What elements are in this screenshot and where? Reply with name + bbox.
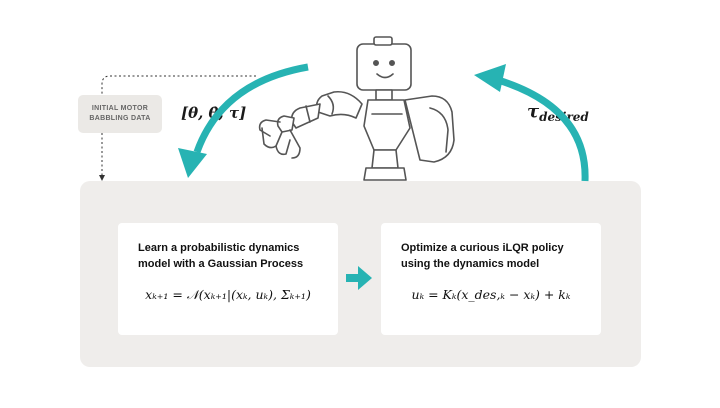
curved-arrow-down-icon (178, 63, 309, 178)
gp-model-card-title: Learn a probabilistic dynamics model wit… (138, 242, 304, 270)
ilqr-policy-card: Optimize a curious iLQR policy using the… (381, 223, 601, 335)
gp-model-card: Learn a probabilistic dynamics model wit… (118, 223, 338, 335)
arrow-right-icon (346, 266, 372, 290)
ilqr-policy-equation: uₖ = Kₖ(x_des,ₖ − xₖ) + kₖ (411, 287, 571, 302)
robot-arm-icon (258, 36, 455, 181)
state-label: [θ, θ̇, τ] (181, 104, 247, 122)
curved-arrow-up-icon (474, 64, 589, 182)
ilqr-policy-card-title: Optimize a curious iLQR policy using the… (401, 242, 564, 270)
gp-model-equation: xₖ₊₁ = 𝒩(xₖ₊₁|(xₖ, uₖ), Σₖ₊₁) (145, 287, 311, 302)
torque-symbol: τ (527, 101, 540, 122)
motor-babbling-data-tag: INITIAL MOTOR BABBLING DATA (78, 95, 162, 133)
dotted-connector (101, 75, 256, 95)
